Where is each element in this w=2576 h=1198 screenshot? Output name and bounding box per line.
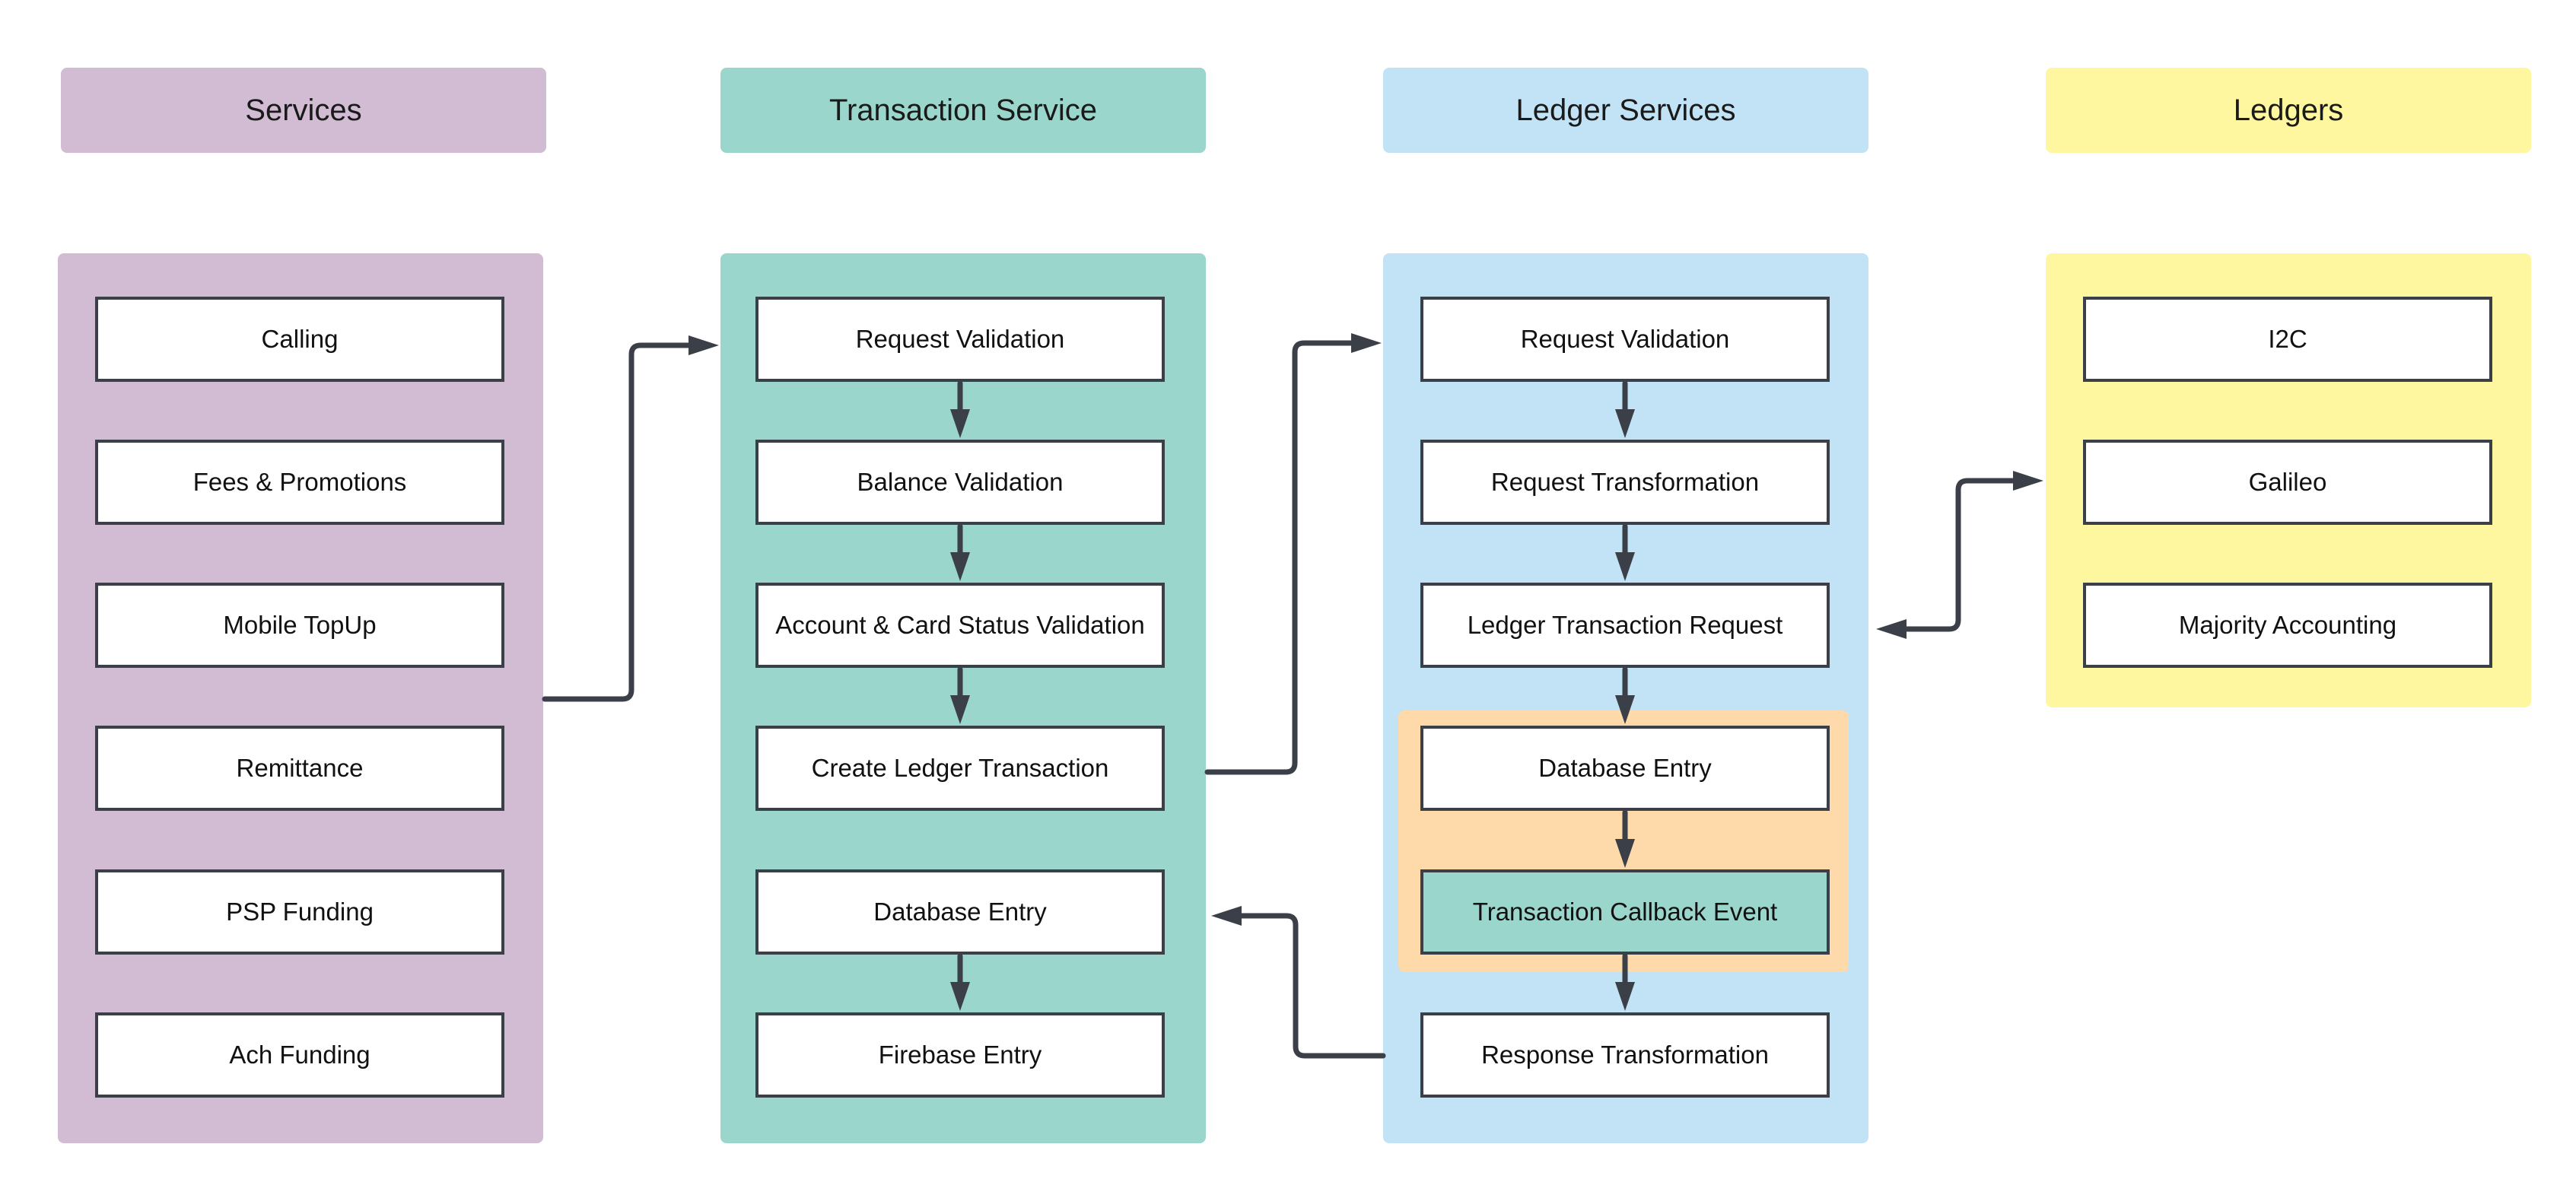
header-services: Services: [61, 68, 546, 153]
tx-firebase-entry: Firebase Entry: [755, 1012, 1165, 1098]
arrowhead-to-ls-request: [1876, 619, 1907, 639]
arrowhead-services-to-tx: [689, 335, 719, 355]
ls-database-entry: Database Entry: [1420, 726, 1830, 811]
arrow-services-to-tx: [542, 342, 695, 702]
tx-database-entry: Database Entry: [755, 869, 1165, 955]
ls-transaction-callback-event: Transaction Callback Event: [1420, 869, 1830, 955]
lane-services: [58, 253, 543, 1143]
service-psp-funding: PSP Funding: [95, 869, 504, 955]
ls-request-validation: Request Validation: [1420, 297, 1830, 382]
tx-balance-validation: Balance Validation: [755, 440, 1165, 525]
header-ledgers: Ledgers: [2046, 68, 2531, 153]
service-fees-promotions: Fees & Promotions: [95, 440, 504, 525]
ls-response-transformation: Response Transformation: [1420, 1012, 1830, 1098]
service-remittance: Remittance: [95, 726, 504, 811]
arrowhead-to-ledgers: [2013, 471, 2043, 491]
service-calling: Calling: [95, 297, 504, 382]
ledger-galileo: Galileo: [2083, 440, 2492, 525]
arrow-ls-ledgers: [1900, 478, 2019, 632]
service-ach-funding: Ach Funding: [95, 1012, 504, 1098]
tx-request-validation: Request Validation: [755, 297, 1165, 382]
arrowhead-ls-to-tx: [1211, 906, 1242, 926]
header-ledger-services: Ledger Services: [1383, 68, 1868, 153]
ledger-i2c: I2C: [2083, 297, 2492, 382]
header-transaction-service: Transaction Service: [720, 68, 1206, 153]
tx-create-ledger-transaction: Create Ledger Transaction: [755, 726, 1165, 811]
lane-transaction-service: [720, 253, 1206, 1143]
ledger-majority-accounting: Majority Accounting: [2083, 583, 2492, 668]
ls-ledger-transaction-request: Ledger Transaction Request: [1420, 583, 1830, 668]
lane-ledger-services: [1383, 253, 1868, 1143]
arrowhead-tx-to-ls: [1351, 333, 1382, 353]
ls-request-transformation: Request Transformation: [1420, 440, 1830, 525]
arrow-ls-to-tx: [1236, 913, 1386, 1059]
tx-account-card-status-validation: Account & Card Status Validation: [755, 583, 1165, 668]
arrow-tx-to-ls: [1204, 340, 1357, 775]
service-mobile-topup: Mobile TopUp: [95, 583, 504, 668]
